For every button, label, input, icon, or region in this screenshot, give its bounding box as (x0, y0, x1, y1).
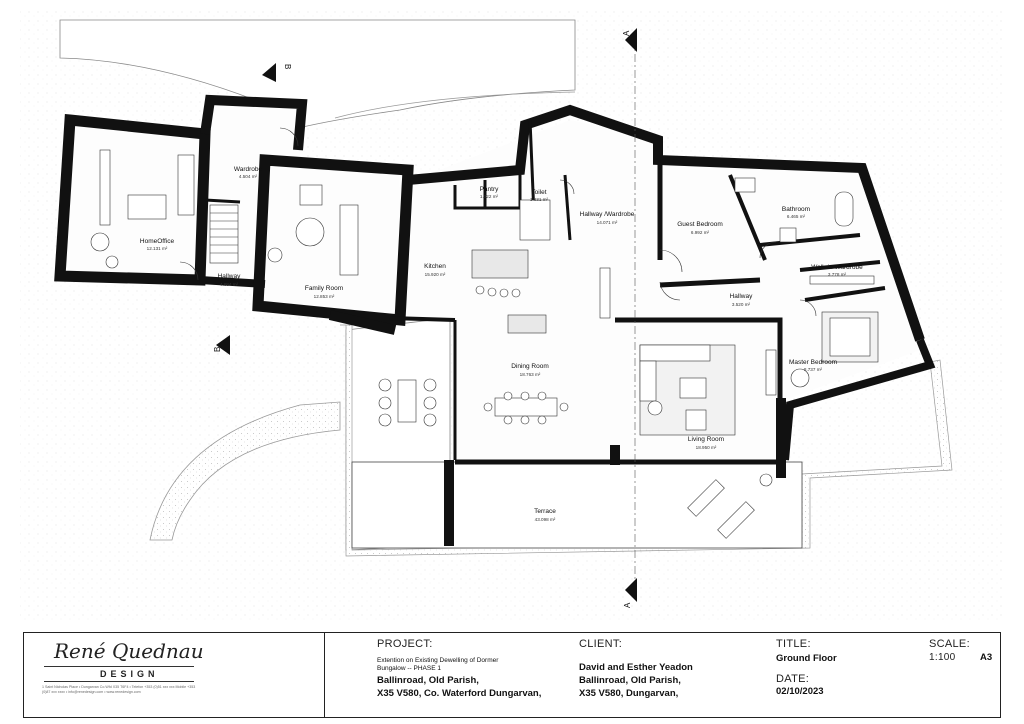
room-name-hallway-left: Hallway (218, 273, 242, 280)
project-line-3: Ballinroad, Old Parish, (377, 675, 479, 686)
title-label: TITLE: (776, 638, 811, 650)
tb-divider-1 (324, 633, 325, 717)
room-name-living-room: Living Room (688, 436, 724, 443)
client-label: CLIENT: (579, 638, 623, 650)
room-area-master-bedroom: 8.737 m² (804, 367, 823, 372)
room-area-pantry: 1.322 m² (480, 194, 499, 199)
room-name-kitchen: Kitchen (424, 263, 446, 270)
title-block: René Quednau DESIGN 1 Saint Nicholas Pla… (23, 632, 1001, 718)
room-area-hallway-left: 4.684 m² (220, 282, 239, 287)
date-label: DATE: (776, 673, 810, 685)
driveway (59, 19, 576, 131)
room-area-kitchen: 15.920 m² (425, 272, 446, 277)
section-arrow-a-top (625, 28, 637, 52)
title-cell: TITLE: Ground Floor DATE: 02/10/2023 (774, 633, 924, 717)
room-area-toilet: 1.831 m² (530, 197, 549, 202)
section-label-b-top: B (283, 64, 292, 69)
project-cell: PROJECT: Extention on Existing Dewelling… (324, 633, 574, 717)
title-value: Ground Floor (776, 653, 837, 664)
section-arrow-a-bottom (625, 578, 637, 602)
room-name-hallway-wardrobe: Hallway /Wardrobe (580, 211, 635, 218)
room-name-bathroom: Bathroom (782, 206, 810, 213)
room-name-toilet: Toilet (531, 189, 546, 196)
client-line-1: David and Esther Yeadon (579, 662, 693, 673)
room-name-home-office: HomeOffice (140, 238, 175, 245)
room-name-walkin-wardrobe: Walk-in Wardrobe (811, 264, 863, 271)
room-name-dining-room: Dining Room (511, 363, 549, 370)
section-label-b-bottom: B (213, 347, 222, 352)
section-label-a-top: A (622, 30, 631, 36)
room-area-wardrobe: 4.504 m² (239, 174, 258, 179)
room-area-hallway-right: 3.520 m² (732, 302, 751, 307)
scale-label: SCALE: (929, 638, 970, 650)
project-line-2: Bungalow -- PHASE 1 (377, 665, 441, 672)
sheet-size: A3 (980, 652, 993, 663)
logo-cell: René Quednau DESIGN 1 Saint Nicholas Pla… (24, 633, 324, 717)
project-label: PROJECT: (377, 638, 433, 650)
logo-address: 1 Saint Nicholas Place • Dungarvan Co.Wf… (42, 685, 196, 694)
room-name-guest-bedroom: Guest Bedroom (677, 221, 723, 228)
terrace-border (340, 324, 953, 557)
room-name-wardrobe: Wardrobe (234, 166, 263, 173)
room-name-terrace: Terrace (534, 508, 556, 515)
room-area-living-room: 18.950 m² (696, 445, 717, 450)
project-line-4: X35 V580, Co. Waterford Dungarvan, (377, 688, 542, 699)
walls (54, 94, 936, 546)
section-label-a-bottom: A (623, 602, 632, 608)
doors (179, 127, 817, 317)
scale-value: 1:100 (929, 652, 956, 663)
date-value: 02/10/2023 (776, 686, 824, 697)
room-labels: HomeOffice 12.131 m² Wardrobe 4.504 m² H… (140, 166, 863, 522)
client-line-2: Ballinroad, Old Parish, (579, 675, 681, 686)
client-line-3: X35 V580, Dungarvan, (579, 688, 679, 699)
room-area-guest-bedroom: 6.992 m² (691, 230, 710, 235)
driveway-edge (334, 91, 576, 119)
section-arrow-b-bottom (216, 335, 230, 355)
ground-floor-plan: A A B B HomeOffice 12.131 m² Wardrobe 4.… (20, 10, 1005, 620)
logo-signature: René Quednau (54, 639, 204, 663)
section-arrow-b-top (262, 63, 276, 82)
logo-design: DESIGN (100, 669, 159, 679)
scale-cell: SCALE: 1:100 A3 (924, 633, 1000, 717)
furniture (90, 149, 879, 539)
terrace-floor (351, 461, 803, 549)
room-area-bathroom: 6.465 m² (787, 214, 806, 219)
room-name-master-bedroom: Master Bedroom (789, 359, 837, 366)
room-name-hallway-right: Hallway (730, 293, 754, 300)
room-area-dining-room: 18.763 m² (520, 372, 541, 377)
client-cell: CLIENT: David and Esther Yeadon Ballinro… (574, 633, 774, 717)
room-area-family-room: 12.853 m² (314, 294, 335, 299)
staircase (209, 204, 239, 264)
room-name-pantry: Pantry (480, 186, 500, 193)
room-area-walkin-wardrobe: 3.778 m² (828, 272, 847, 277)
room-name-family-room: Family Room (305, 285, 343, 292)
room-area-hallway-wardrobe: 14.071 m² (597, 220, 618, 225)
room-area-home-office: 12.131 m² (147, 246, 168, 251)
logo-divider (44, 666, 194, 667)
gravel-path (149, 401, 341, 541)
project-line-1: Extention on Existing Dewelling of Dorme… (377, 657, 499, 664)
logo-divider-2 (44, 681, 194, 682)
room-area-terrace: 43.098 m² (535, 517, 556, 522)
